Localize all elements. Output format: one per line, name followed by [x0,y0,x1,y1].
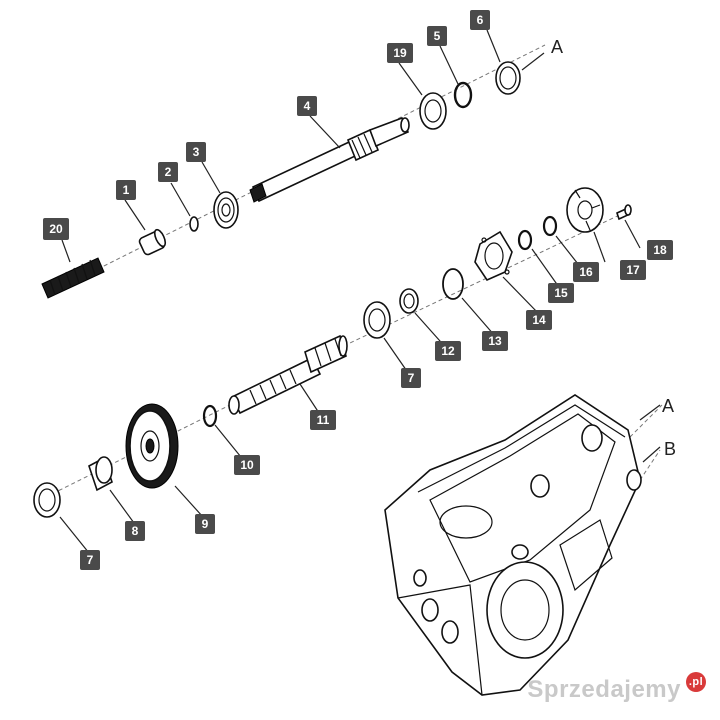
reference-a-top: A [551,37,563,57]
spur-gear [125,403,179,489]
callout-19: 19 [387,43,413,63]
svg-text:5: 5 [434,29,441,43]
callout-18: 18 [647,240,673,260]
lock-ring [542,215,558,237]
lock-plate [566,187,604,233]
svg-text:15: 15 [554,286,568,300]
svg-text:3: 3 [193,145,200,159]
callout-3: 3 [186,142,206,162]
bushing [138,228,167,256]
callout-9: 9 [195,514,215,534]
svg-text:16: 16 [579,265,593,279]
watermark-badge: .pl [686,672,706,692]
callout-11: 11 [310,410,336,430]
callout-1: 1 [116,180,136,200]
gearbox-housing [384,394,642,696]
callout-4: 4 [297,96,317,116]
bearing-cover [474,230,513,282]
callout-7-upper: 7 [401,368,421,388]
svg-text:9: 9 [202,517,209,531]
svg-text:14: 14 [532,313,546,327]
svg-text:12: 12 [441,344,455,358]
o-ring-small [517,229,533,251]
watermark: Sprzedajemy .pl [527,672,706,708]
housing-axis-b [639,449,661,481]
screw [616,204,632,221]
housing-axis-a [629,404,663,438]
o-ring-large [442,268,464,300]
bearing-lower [33,482,61,518]
callout-17: 17 [620,260,646,280]
svg-text:2: 2 [165,165,172,179]
callout-8: 8 [125,521,145,541]
callout-2: 2 [158,162,178,182]
svg-text:19: 19 [393,46,407,60]
callout-20: 20 [43,218,69,240]
reference-a-housing: A [662,396,674,416]
svg-text:13: 13 [488,334,502,348]
callout-15: 15 [548,283,574,303]
coil-spring [41,257,105,299]
watermark-text: Sprzedajemy [527,676,681,703]
callout-6: 6 [470,10,490,30]
seal-ring [495,61,521,95]
output-shaft [228,334,348,415]
svg-text:7: 7 [87,553,94,567]
shaft-bearing [419,92,447,130]
svg-text:1: 1 [123,183,130,197]
callout-14: 14 [526,310,552,330]
svg-text:4: 4 [304,99,311,113]
spacer-ring [399,288,419,314]
callout-16: 16 [573,262,599,282]
svg-text:18: 18 [653,243,667,257]
svg-text:7: 7 [408,371,415,385]
sleeve [88,456,113,492]
callout-12: 12 [435,341,461,361]
reference-b-housing: B [664,439,676,459]
ball-bearing [213,191,239,229]
input-shaft [249,116,410,203]
snap-ring [453,81,473,109]
bearing-upper [363,301,391,339]
retaining-ring [202,404,218,428]
svg-text:20: 20 [49,222,63,236]
svg-text:10: 10 [240,458,254,472]
svg-text:6: 6 [477,13,484,27]
callout-7-lower: 7 [80,550,100,570]
callout-10: 10 [234,455,260,475]
svg-text:8: 8 [132,524,139,538]
svg-text:17: 17 [626,263,640,277]
callout-5: 5 [427,26,447,46]
callout-13: 13 [482,331,508,351]
svg-text:11: 11 [317,413,330,427]
small-ring [189,216,199,232]
